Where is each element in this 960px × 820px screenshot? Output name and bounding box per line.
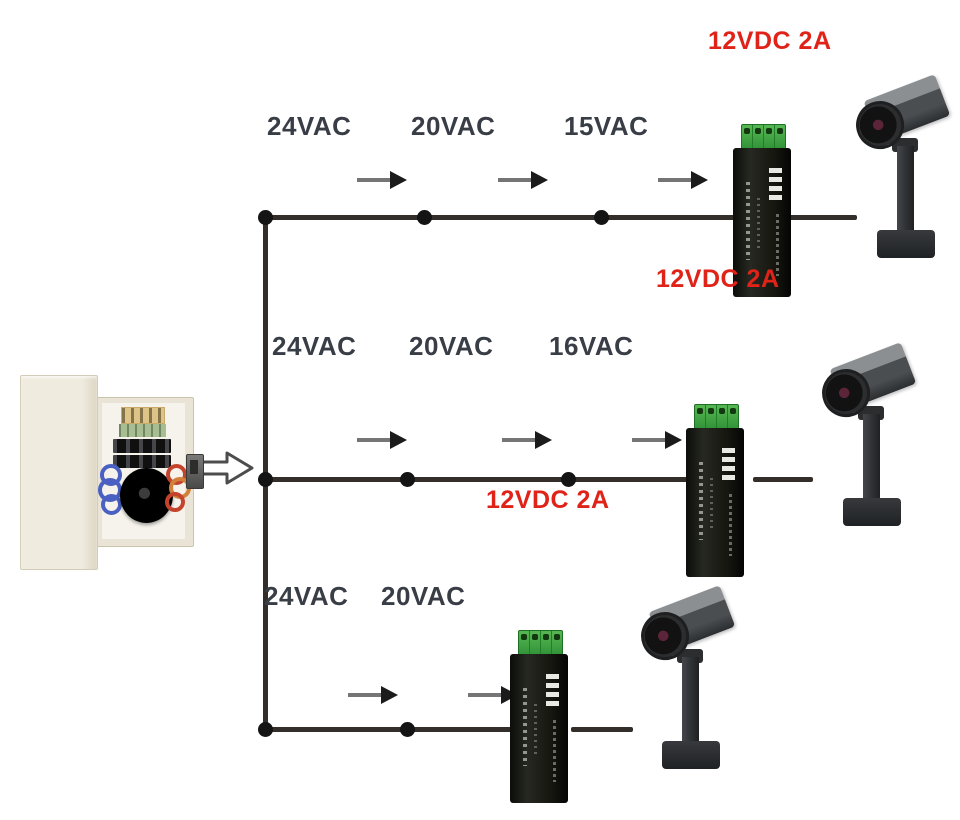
row2-voltage-24vac: 24VAC — [272, 331, 357, 361]
junction-dot — [258, 722, 273, 737]
adapter-dip-switch — [769, 168, 782, 200]
row1-voltage-24vac: 24VAC — [267, 111, 352, 141]
flow-arrow-icon — [502, 431, 552, 449]
psu-fuse-row — [113, 439, 171, 453]
flow-arrow-icon — [348, 686, 398, 704]
flow-arrow-icon — [357, 171, 407, 189]
row3-wire-left — [263, 727, 512, 732]
adapter-dip-switch — [722, 448, 735, 480]
junction-dot — [594, 210, 609, 225]
camera-base — [662, 741, 720, 769]
flow-arrow-icon — [632, 431, 682, 449]
camera-pole — [897, 146, 914, 234]
box-camera-3 — [634, 585, 736, 781]
flow-arrow-icon — [658, 171, 708, 189]
flow-arrow-icon — [498, 171, 548, 189]
row1-voltage-20vac: 20VAC — [411, 111, 496, 141]
box-camera-1 — [849, 74, 951, 270]
camera-pole — [682, 657, 699, 745]
row2-dc-label: 12VDC 2A — [486, 486, 610, 514]
psu-terminal-label — [119, 424, 166, 437]
junction-dot — [400, 472, 415, 487]
ac-dc-adapter-2 — [686, 404, 744, 577]
row2-voltage-16vac: 16VAC — [549, 331, 634, 361]
row3-wire-right — [571, 727, 633, 732]
box-camera-2 — [815, 342, 917, 538]
psu-fuse-row — [113, 455, 171, 468]
row2-wire-right — [753, 477, 813, 482]
junction-dot — [417, 210, 432, 225]
ac-dc-adapter-3 — [510, 630, 568, 803]
row1-wire-left — [263, 215, 736, 220]
camera-pole — [863, 414, 880, 502]
adapter-body — [510, 654, 568, 803]
row3-voltage-20vac: 20VAC — [381, 581, 466, 611]
power-supply-box — [18, 370, 204, 576]
junction-dot — [258, 472, 273, 487]
camera-base — [877, 230, 935, 258]
adapter-terminal-block — [694, 404, 739, 431]
camera-head — [815, 342, 917, 425]
camera-head — [849, 74, 951, 157]
camera-base — [843, 498, 901, 526]
psu-door — [20, 375, 98, 570]
junction-dot — [400, 722, 415, 737]
row1-dc-label-bottom: 12VDC 2A — [656, 265, 780, 293]
psu-red-wires — [164, 464, 191, 512]
adapter-terminal-block — [518, 630, 563, 657]
flow-arrow-icon — [357, 431, 407, 449]
psu-label-strip — [121, 407, 165, 424]
row2-voltage-20vac: 20VAC — [409, 331, 494, 361]
row3-voltage-24vac: 24VAC — [264, 581, 349, 611]
adapter-terminal-block — [741, 124, 786, 151]
row1-dc-label-top: 12VDC 2A — [708, 27, 832, 55]
psu-toroid-transformer — [120, 468, 173, 523]
row1-wire-right — [789, 215, 857, 220]
adapter-body — [686, 428, 744, 577]
adapter-body — [733, 148, 791, 297]
row1-voltage-15vac: 15VAC — [564, 111, 649, 141]
junction-dot — [561, 472, 576, 487]
junction-dot — [258, 210, 273, 225]
ac-dc-adapter-1 — [733, 124, 791, 297]
camera-head — [634, 585, 736, 668]
adapter-dip-switch — [546, 674, 559, 706]
psu-side-connector — [186, 454, 204, 489]
row2-wire-left — [263, 477, 689, 482]
